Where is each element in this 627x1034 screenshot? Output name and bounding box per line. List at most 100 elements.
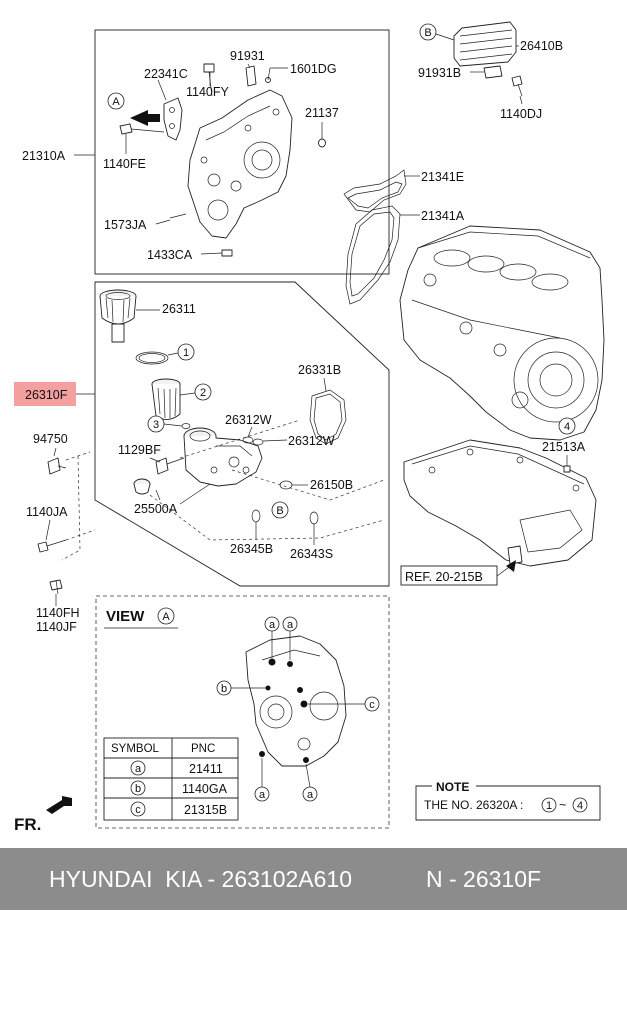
- note-box: NOTE THE NO. 26320A : 1 ~ 4: [415, 780, 601, 821]
- label-26343s: 26343S: [290, 547, 333, 561]
- assembly-line-d: [61, 455, 81, 561]
- label-26331b: 26331B: [298, 363, 341, 377]
- label-21513a: 21513A: [542, 440, 586, 454]
- svg-text:a: a: [307, 789, 314, 801]
- label-26410b: 26410B: [520, 39, 563, 53]
- bracket-22341c-drawing: [163, 97, 183, 141]
- bolt-1140fy-drawing: [203, 63, 215, 97]
- o-ring-1-drawing: [135, 351, 169, 365]
- label-26311: 26311: [162, 302, 196, 316]
- label-22341c: 22341C: [144, 67, 188, 81]
- front-direction-arrow: [46, 796, 72, 814]
- label-1129bf: 1129BF: [118, 443, 161, 457]
- svg-text:a: a: [269, 619, 276, 631]
- label-21341a: 21341A: [421, 209, 465, 223]
- label-94750: 94750: [33, 432, 68, 446]
- pin-91931-drawing: [245, 65, 257, 87]
- label-1140ja: 1140JA: [26, 505, 68, 519]
- symbol-table: SYMBOL PNC a 21411 b 1140GA c 21315B: [103, 737, 239, 821]
- callout-b-mid: [271, 501, 289, 519]
- timing-cover-drawing: [187, 89, 293, 239]
- plug-25500a-drawing: [133, 478, 151, 495]
- bracket-91931b-drawing: [483, 65, 503, 79]
- bolt-1140fe-drawing: [119, 123, 165, 135]
- note-range-start: 1: [546, 800, 552, 812]
- plug-1433ca-drawing: [221, 249, 233, 257]
- note-range-end: 4: [577, 800, 583, 812]
- svg-text:c: c: [369, 699, 375, 711]
- label-21310a: 21310A: [22, 149, 66, 163]
- bolt-1140ja-drawing: [37, 539, 67, 553]
- table-cell-symbol: c: [135, 804, 141, 816]
- callout-1: [177, 343, 195, 361]
- note-title: NOTE: [436, 780, 469, 794]
- o-ring-26312w-b: [252, 438, 264, 446]
- label-26150b: 26150B: [310, 478, 353, 492]
- label-1140jf: 1140JF: [36, 620, 77, 634]
- assembly-line-f: [65, 529, 96, 541]
- assembly-line-a: [149, 494, 385, 541]
- oil-filter-group-frame: [94, 281, 390, 587]
- bolt-1140dj-drawing: [511, 75, 523, 87]
- parts-diagram-page: 22341C 91931 1601DG 1140FY 21137 1140FE …: [0, 21, 627, 910]
- label-1140fh: 1140FH: [36, 606, 80, 620]
- label-26345b: 26345B: [230, 542, 273, 556]
- o-ring-3-drawing: [181, 423, 191, 429]
- label-21341e: 21341E: [421, 170, 464, 184]
- bolt-1140fh-drawing: [49, 579, 63, 595]
- label-91931: 91931: [230, 49, 265, 63]
- oil-filter-element-drawing: [151, 378, 181, 420]
- o-ring-26343s-drawing: [309, 511, 319, 525]
- engine-block-drawing: [399, 225, 605, 441]
- assembly-line-c: [231, 469, 385, 501]
- view-direction-arrow: [130, 110, 160, 126]
- view-letter: A: [162, 611, 170, 623]
- plug-21513a-drawing: [563, 465, 571, 473]
- svg-text:4: 4: [564, 421, 570, 433]
- svg-text:A: A: [112, 96, 120, 108]
- note-tilde: ~: [559, 798, 566, 812]
- table-header-pnc: PNC: [191, 743, 215, 755]
- timing-cover-group-frame: [94, 29, 390, 275]
- svg-text:2: 2: [200, 387, 206, 399]
- label-1433ca: 1433CA: [147, 248, 193, 262]
- oil-pan-drawing: [403, 439, 597, 567]
- table-header-symbol: SYMBOL: [111, 743, 160, 755]
- plug-21137-drawing: [318, 138, 326, 148]
- assembly-line-e: [65, 451, 91, 461]
- callout-b-top: [419, 23, 437, 41]
- table-cell-pnc: 1140GA: [182, 782, 228, 796]
- label-1573ja: 1573JA: [104, 218, 147, 232]
- gasket-26331b-drawing: [309, 389, 347, 445]
- front-indicator-label: FR.: [14, 815, 41, 834]
- view-title: VIEW: [106, 608, 145, 625]
- svg-text:3: 3: [153, 419, 159, 431]
- gasket-21341e-drawing: [343, 169, 407, 213]
- table-symbol-circle-a: [130, 760, 146, 776]
- note-range-start-circle: [541, 797, 557, 813]
- label-1140fy: 1140FY: [186, 85, 230, 99]
- callout-4-block: [558, 417, 576, 435]
- table-cell-pnc: 21315B: [184, 803, 227, 817]
- note-text: THE NO. 26320A :: [424, 798, 523, 812]
- part-number-footer: HYUNDAI KIA - 263102A610 N - 26310F: [0, 848, 627, 910]
- gasket-21341a-drawing: [345, 205, 401, 305]
- oil-filter-housing-drawing: [183, 427, 263, 487]
- table-cell-symbol: a: [135, 763, 142, 775]
- table-symbol-circle-b: [130, 780, 146, 796]
- label-1140fe: 1140FE: [103, 157, 146, 171]
- table-cell-pnc: 21411: [189, 762, 223, 776]
- oil-cooler-drawing: [453, 21, 517, 67]
- note-range-end-circle: [572, 797, 588, 813]
- bolt-1129bf-drawing: [155, 457, 185, 475]
- footer-diagram-number: N - 26310F: [426, 866, 542, 892]
- ref-label: REF. 20-215B: [405, 570, 483, 584]
- label-26310f: 26310F: [25, 388, 68, 402]
- svg-text:a: a: [259, 789, 266, 801]
- label-26312w-b: 26312W: [288, 434, 335, 448]
- o-ring-26345b-drawing: [251, 509, 261, 523]
- table-cell-symbol: b: [135, 783, 141, 795]
- oil-filter-cap-drawing: [99, 289, 137, 343]
- view-a-cover-drawing: [245, 635, 347, 767]
- callout-2: [194, 383, 212, 401]
